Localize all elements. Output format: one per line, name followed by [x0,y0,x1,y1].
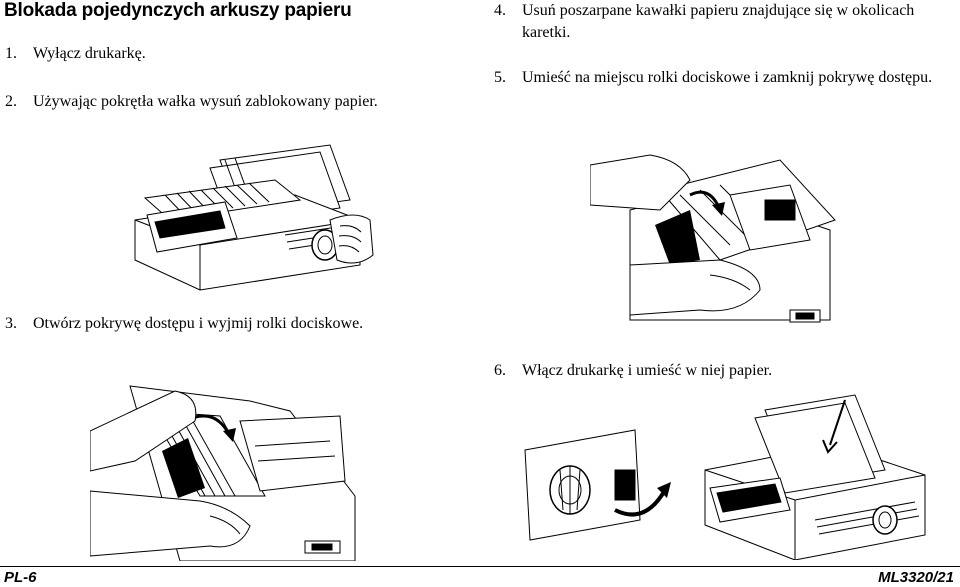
step-text: Wyłącz drukarkę. [33,45,146,62]
step-text: Usuń poszarpane kawałki papieru znajdują… [522,2,915,41]
step-5: 5. Umieść na miejscu rolki dociskowe i za… [494,67,960,89]
footer-divider [0,566,960,567]
power-on-load-paper-illustration [515,390,950,560]
footer-model: ML3320/21 [878,569,954,586]
step-text: Otwórz pokrywę dostępu i wyjmij rolki do… [33,315,364,332]
step-number: 2. [5,93,17,110]
step-text: Włącz drukarkę i umieść w niej papier. [522,362,773,379]
close-cover-illustration [590,150,840,325]
step-number: 4. [494,2,506,19]
step-number: 1. [5,45,17,62]
step-number: 3. [5,315,17,332]
step-text: Używając pokrętła wałka wysuń zablokowan… [33,93,378,110]
step-6: 6. Włącz drukarkę i umieść w niej papier. [494,360,934,382]
step-4: 4. Usuń poszarpane kawałki papieru znajdu… [494,0,952,44]
step-2: 2. Używając pokrętła wałka wysuń zablokow… [5,91,475,113]
open-cover-illustration [90,376,365,561]
footer-page-number: PL-6 [4,569,37,586]
printer-knob-illustration [125,140,375,300]
step-number: 6. [494,362,506,379]
step-1: 1. Wyłącz drukarkę. [5,43,465,65]
step-text: Umieść na miejscu rolki dociskowe i zamk… [522,69,933,86]
step-3: 3. Otwórz pokrywę dostępu i wyjmij rolki … [5,313,475,335]
step-number: 5. [494,69,506,86]
page-title: Blokada pojedynczych arkuszy papieru [4,0,352,21]
